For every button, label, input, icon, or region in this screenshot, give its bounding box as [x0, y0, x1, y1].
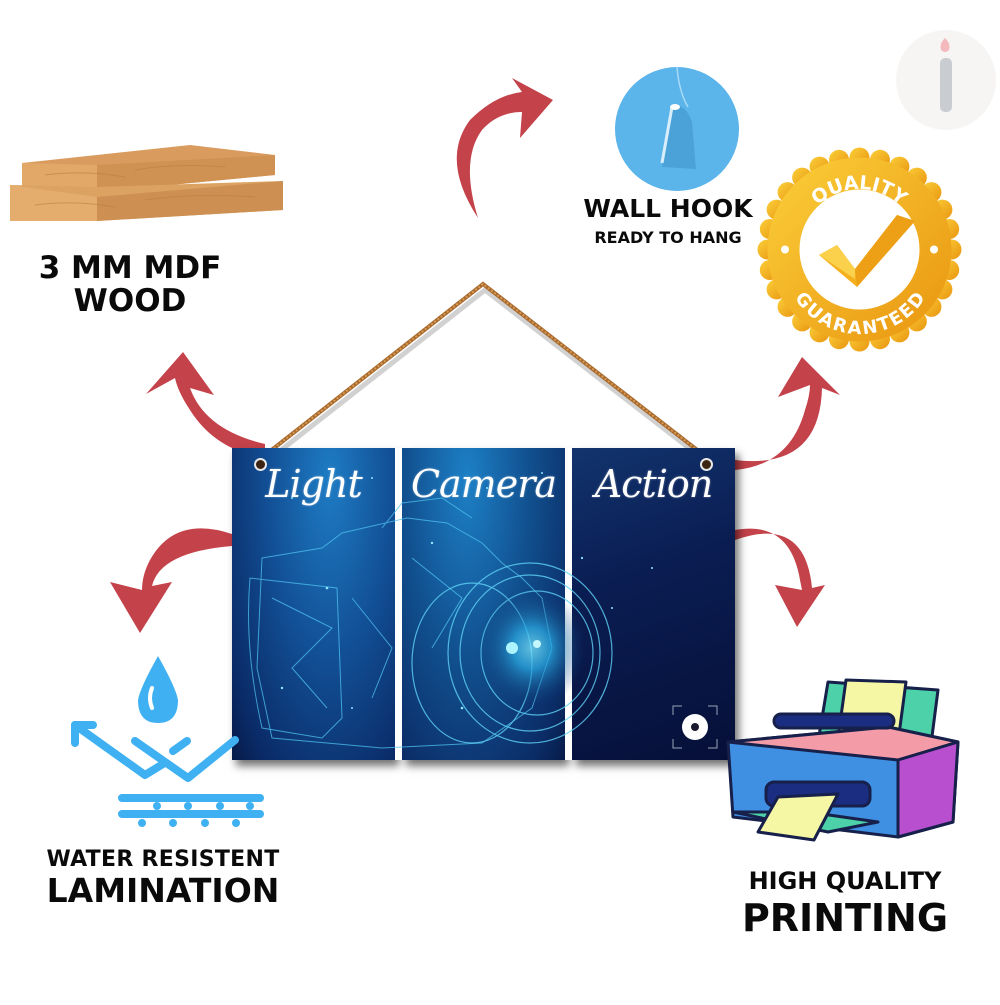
printing-label-line2: PRINTING [741, 896, 949, 940]
wood-label: 3 MM MDF WOOD [20, 250, 240, 320]
wall-hook-icon [612, 66, 742, 192]
quality-badge: QUALITY GUARANTEED [757, 147, 962, 352]
wall-hook-title: WALL HOOK [583, 194, 753, 223]
panel-text-action: Action [594, 462, 714, 506]
panel-text-light: Light [265, 462, 362, 506]
water-label-line2: LAMINATION [46, 871, 280, 910]
printer-icon [718, 672, 963, 842]
wall-hook-subtitle: READY TO HANG [594, 228, 742, 247]
arrow-to-printer [735, 528, 825, 627]
printing-label-line1: HIGH QUALITY [748, 867, 942, 895]
water-drop-icon [60, 648, 265, 836]
wood-planks-icon [5, 145, 285, 240]
hanging-rope [230, 270, 750, 471]
info-logo-icon [893, 30, 999, 130]
product-panel-2: Camera [402, 448, 565, 760]
panel-text-camera: Camera [410, 462, 557, 506]
arrow-to-hook [456, 78, 553, 218]
arrow-to-water [110, 528, 232, 633]
hanging-hole [254, 458, 267, 471]
wood-label-line2: WOOD [73, 283, 187, 320]
arrow-to-badge [735, 357, 840, 470]
hanging-hole [700, 458, 713, 471]
water-label-line1: WATER RESISTENT [46, 847, 280, 872]
wood-label-line1: 3 MM MDF [38, 250, 222, 286]
focus-target-icon [672, 705, 718, 749]
checkmark-icon [819, 215, 915, 287]
